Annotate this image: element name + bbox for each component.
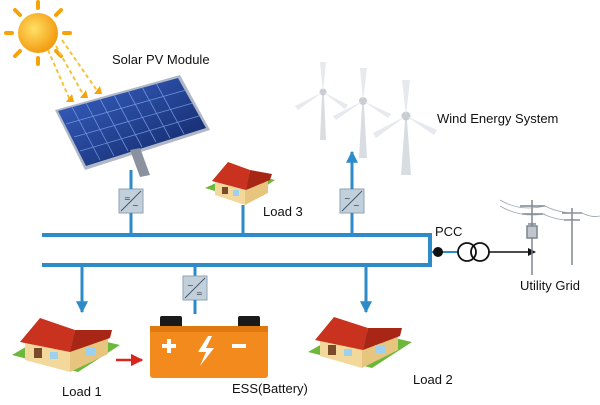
svg-text:~: ~ [353,201,360,210]
house-icon [12,318,120,372]
load3-label: Load 3 [263,204,303,219]
load2-label: Load 2 [413,372,453,387]
converter-icon: = ~ [118,188,144,214]
pcc-label: PCC [435,224,462,239]
transformer-icon [457,242,490,262]
power-pole-icon [499,199,600,275]
svg-text:=: = [196,289,203,298]
pcc-node [433,247,443,257]
battery-label: ESS(Battery) [232,381,308,396]
grid-label: Utility Grid [520,278,580,293]
load1-label: Load 1 [62,384,102,399]
house-icon [205,162,275,205]
svg-text:~: ~ [344,194,351,203]
converter-icon: ~ = [182,275,208,301]
svg-text:=: = [124,194,131,203]
svg-text:~: ~ [187,281,194,290]
wind-label: Wind Energy System [437,111,558,126]
sun-icon [4,0,102,102]
solar-panel-icon [55,75,210,177]
solar-label: Solar PV Module [112,52,210,67]
wind-turbine-icon [295,62,437,175]
svg-text:~: ~ [132,201,139,210]
converter-icon: ~ ~ [339,188,365,214]
battery-icon [150,316,268,378]
house-icon [308,317,412,368]
